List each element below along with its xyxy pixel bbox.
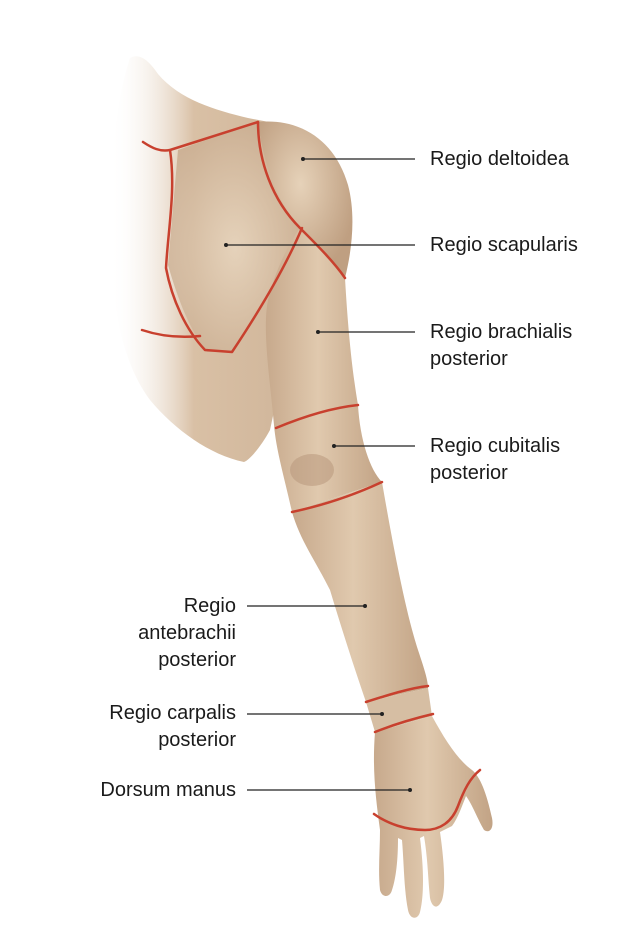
elbow-shading: [290, 454, 334, 486]
boundary-deltoid-posterior: [256, 120, 347, 280]
label-line: Regio scapularis: [430, 234, 578, 256]
label-regio-antebrachii-posterior: Regio antebrachii posterior: [138, 593, 236, 674]
leader-dot-scapularis: [224, 243, 228, 247]
leader-dot-brachialis: [316, 330, 320, 334]
leader-dot-carpalis: [380, 712, 384, 716]
wrist-shape: [366, 688, 432, 732]
label-line: posterior: [158, 649, 236, 671]
label-regio-cubitalis-posterior: Regio cubitalis posterior: [430, 433, 560, 487]
leader-dot-antebrachii: [363, 604, 367, 608]
label-line: posterior: [158, 729, 236, 751]
label-line: Dorsum manus: [100, 779, 236, 801]
label-regio-brachialis-posterior: Regio brachialis posterior: [430, 319, 572, 373]
region-boundaries: [140, 120, 482, 832]
hand-shape: [373, 716, 493, 918]
label-line: posterior: [430, 462, 508, 484]
leader-dot-dorsum: [408, 788, 412, 792]
boundary-wrist-upper: [364, 684, 430, 704]
leader-dot-deltoidea: [301, 157, 305, 161]
label-regio-carpalis-posterior: Regio carpalis posterior: [109, 700, 236, 754]
boundary-scapular-lower: [140, 328, 202, 338]
label-line: Regio brachialis: [430, 321, 573, 343]
label-regio-deltoidea: Regio deltoidea: [430, 146, 569, 173]
boundary-hand-dorsum: [372, 768, 482, 832]
leader-dots: [224, 157, 412, 792]
label-line: Regio: [183, 595, 236, 617]
leader-lines: [226, 158, 415, 791]
upper-arm-shape: [265, 228, 382, 512]
deltoid-shape: [258, 121, 353, 279]
boundary-wrist-lower: [373, 712, 435, 734]
label-line: Regio cubitalis: [430, 435, 561, 457]
boundary-elbow-lower: [290, 480, 384, 514]
leader-dot-cubitalis: [332, 444, 336, 448]
boundary-scapular-medial: [164, 148, 304, 354]
label-line: antebrachii: [138, 622, 236, 644]
boundary-elbow-upper: [274, 403, 360, 430]
forearm-shape: [292, 482, 428, 702]
label-regio-scapularis: Regio scapularis: [430, 232, 578, 259]
label-line: posterior: [430, 348, 508, 370]
label-line: Regio deltoidea: [430, 148, 569, 170]
label-line: Regio carpalis: [109, 702, 236, 724]
label-dorsum-manus: Dorsum manus: [100, 777, 236, 804]
